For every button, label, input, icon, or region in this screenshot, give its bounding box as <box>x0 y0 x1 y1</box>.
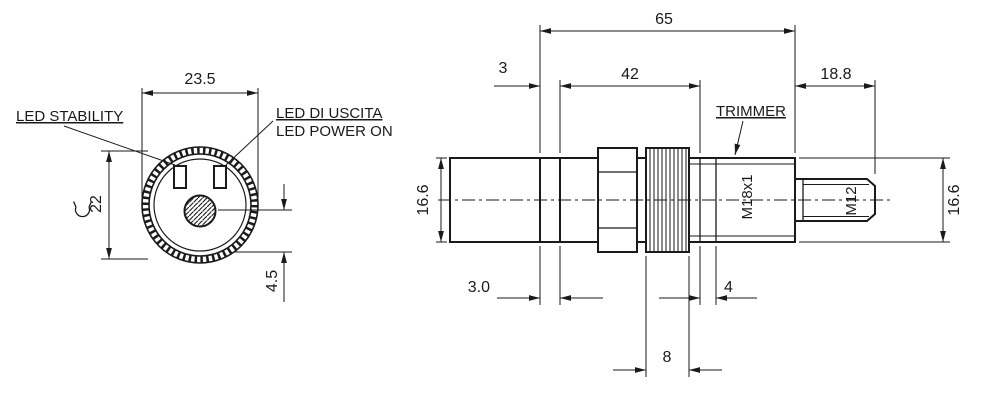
extension-lines <box>101 150 148 260</box>
dim-value-18-8: 18.8 <box>820 66 851 83</box>
extension-lines <box>539 25 796 153</box>
dim-axis-offset: 4.5 <box>218 184 292 302</box>
led-stability-indicator <box>173 165 187 189</box>
dim-nut-width: 8 <box>613 256 722 377</box>
reference-lines <box>218 209 292 253</box>
front-view: 23.5 22 4.5 LED STABILITY LED DI USCITA … <box>16 71 393 302</box>
trimmer-label: TRIMMER <box>716 103 786 120</box>
dim-wrench-size: 22 <box>72 150 148 260</box>
leader-line <box>225 120 274 166</box>
wrench-icon <box>72 201 93 218</box>
side-view: 65 3 42 18.8 TRIMMER M18x1 M12 16.6 <box>415 11 963 377</box>
face-circle <box>153 158 247 252</box>
extension-lines <box>799 157 950 243</box>
dim-value-16-6-left: 16.6 <box>415 184 432 215</box>
dim-value-23-5: 23.5 <box>184 71 215 88</box>
thread-groove <box>699 158 717 242</box>
dim-value-3-0: 3.0 <box>468 279 490 296</box>
label-led-stability: LED STABILITY <box>16 108 176 166</box>
thread-lines-m12 <box>803 184 869 217</box>
dim-flange-width: 3.0 <box>468 246 603 305</box>
led-stability-label: LED STABILITY <box>16 108 123 125</box>
dim-head-diameter: 23.5 <box>141 71 259 198</box>
dim-value-8: 8 <box>663 349 672 366</box>
dim-value-4-5: 4.5 <box>264 270 281 292</box>
led-power-label: LED POWER ON <box>276 123 393 140</box>
inner-ring-circle <box>148 153 252 257</box>
dim-value-16-6-right: 16.6 <box>946 184 963 215</box>
label-led-output: LED DI USCITA LED POWER ON <box>225 105 393 166</box>
dim-groove-width: 4 <box>659 246 757 305</box>
leader-line <box>734 120 744 156</box>
extension-lines <box>539 246 561 305</box>
extension-lines <box>699 246 717 305</box>
led-output-indicator <box>213 165 227 189</box>
lens <box>183 194 217 228</box>
thread-label-m18x1: M18x1 <box>739 174 756 219</box>
outer-circle <box>141 146 259 264</box>
dim-diameter-right: 16.6 <box>799 157 963 243</box>
led-output-label: LED DI USCITA <box>276 105 382 122</box>
label-trimmer: TRIMMER <box>716 103 786 156</box>
hex-nut-facets <box>598 171 637 229</box>
dim-value-42: 42 <box>621 66 639 83</box>
dim-body-length: 42 <box>560 66 701 153</box>
connector-label-m12: M12 <box>843 186 860 215</box>
thread-lines-m18 <box>689 163 795 237</box>
leader-line <box>63 125 176 166</box>
dim-diameter-left: 16.6 <box>415 157 447 243</box>
dim-front-section: 3 <box>494 60 561 153</box>
extension-lines <box>645 256 690 377</box>
knurl-ticks <box>142 147 258 263</box>
dim-value-65: 65 <box>655 11 673 28</box>
dim-value-22: 22 <box>88 195 105 213</box>
extension-lines <box>141 88 259 198</box>
dim-value-3: 3 <box>499 60 508 77</box>
dim-value-4: 4 <box>724 279 733 296</box>
knurled-ring <box>141 146 259 264</box>
dim-total-length: 65 <box>539 11 796 153</box>
